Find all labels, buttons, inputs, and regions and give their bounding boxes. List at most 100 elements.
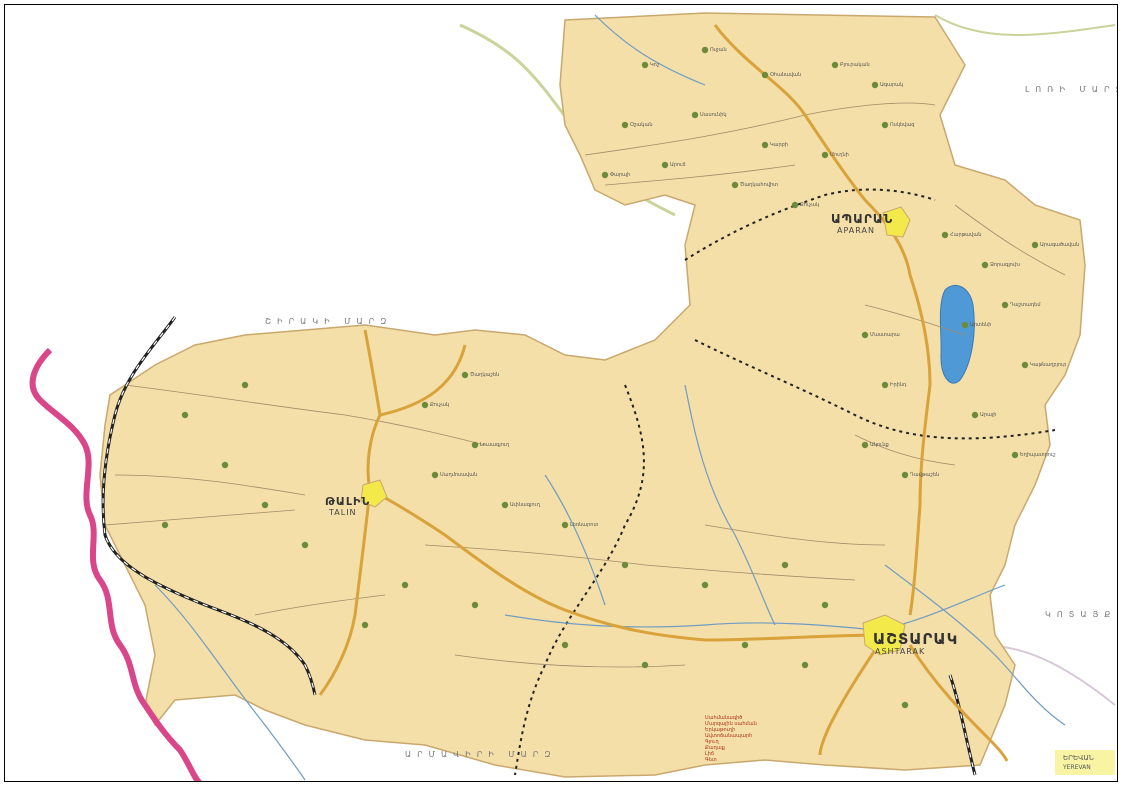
village-label: Դավթաշեն: [910, 472, 940, 478]
village-label: Իրինդ: [890, 382, 907, 388]
label-yerevan: ԵՐԵՎԱՆ: [1063, 754, 1094, 762]
village-marker[interactable]: [981, 261, 989, 269]
village-marker[interactable]: [901, 471, 909, 479]
village-marker[interactable]: [621, 121, 629, 129]
city-markers: [360, 206, 1115, 775]
village-marker[interactable]: [741, 641, 749, 649]
village-marker[interactable]: [761, 141, 769, 149]
village-label: Մուղնի: [830, 152, 849, 158]
village-marker[interactable]: [461, 371, 469, 379]
village-marker[interactable]: [821, 151, 829, 159]
city-sublabel-aparan: APARAN: [837, 226, 875, 235]
village-label: Ծաղկահովիտ: [740, 182, 778, 188]
village-label: Արուճ: [670, 162, 686, 168]
village-label: Լուսագյուղ: [480, 442, 510, 448]
village-label: Ձորագլուխ: [990, 262, 1020, 268]
village-marker[interactable]: [641, 61, 649, 69]
village-marker[interactable]: [261, 501, 269, 509]
village-marker[interactable]: [791, 201, 799, 209]
village-marker[interactable]: [641, 661, 649, 669]
village-marker[interactable]: [431, 471, 439, 479]
village-label: Բյուրական: [840, 62, 870, 68]
village-label: Կարբի: [770, 142, 789, 148]
village-marker[interactable]: [601, 171, 609, 179]
village-marker[interactable]: [881, 381, 889, 389]
neighbor-border-east: [934, 14, 1116, 36]
rivers: [154, 14, 1066, 781]
label-yerevan-latin: YEREVAN: [1063, 764, 1091, 771]
state-border: [29, 347, 202, 781]
legend-item: Երկաթուղի: [705, 727, 736, 733]
village-marker[interactable]: [761, 71, 769, 79]
village-marker[interactable]: [501, 501, 509, 509]
village-label: Քուչակ: [430, 402, 450, 408]
village-marker[interactable]: [861, 441, 869, 449]
village-marker[interactable]: [861, 331, 869, 339]
village-marker[interactable]: [471, 441, 479, 449]
village-marker[interactable]: [361, 621, 369, 629]
village-marker[interactable]: [691, 111, 699, 119]
city-label-ashtarak: ԱՇՏԱՐԱԿ: [873, 630, 959, 648]
village-marker[interactable]: [301, 541, 309, 549]
village-marker[interactable]: [971, 411, 979, 419]
village-label: Օշական: [630, 122, 653, 128]
lake[interactable]: [939, 285, 975, 384]
map-legend: Սահմանագիծ Մարզային սահման Երկաթուղի Ավտ…: [705, 715, 815, 763]
region-label-lori: ԼՈՌԻ ՄԱՐԶ: [1025, 85, 1118, 94]
region-label-shirak: ՇԻՐԱԿԻ ՄԱՐԶ: [265, 317, 393, 326]
legend-item: Ավտոճանապարհ: [705, 733, 753, 739]
village-marker[interactable]: [1021, 361, 1029, 369]
village-label: Մաստարա: [870, 332, 900, 338]
village-marker[interactable]: [941, 231, 949, 239]
dotted-boundary-middle: [694, 339, 1056, 440]
village-marker[interactable]: [161, 521, 169, 529]
village-label: Արայի: [980, 412, 997, 418]
village-marker[interactable]: [421, 401, 429, 409]
city-label-aparan: ԱՊԱՐԱՆ: [831, 212, 894, 226]
village-marker[interactable]: [701, 46, 709, 54]
village-marker[interactable]: [961, 321, 969, 329]
map-canvas[interactable]: [5, 5, 1118, 782]
village-marker[interactable]: [471, 601, 479, 609]
village-label: Ոսկեվազ: [890, 122, 915, 128]
village-marker[interactable]: [401, 581, 409, 589]
village-marker[interactable]: [221, 461, 229, 469]
village-label: Արագածավան: [1040, 242, 1080, 248]
region-label-kotayk: ԿՈՏԱՅՔ ՄԱՐԶ: [1045, 610, 1117, 619]
village-marker[interactable]: [801, 661, 809, 669]
village-marker[interactable]: [731, 181, 739, 189]
village-marker[interactable]: [241, 381, 249, 389]
village-marker[interactable]: [1031, 241, 1039, 249]
city-yerevan-edge[interactable]: [1055, 750, 1115, 775]
map-frame: ԱՇՏԱՐԱԿ ASHTARAK ԱՊԱՐԱՆ APARAN ԹԱԼԻՆ TAL…: [4, 4, 1118, 782]
village-label: Կաթնաղբյուր: [1030, 362, 1067, 368]
city-talin-area[interactable]: [360, 479, 388, 508]
city-ashtarak-area[interactable]: [862, 614, 906, 656]
village-marker[interactable]: [661, 161, 669, 169]
village-marker[interactable]: [901, 701, 909, 709]
village-marker[interactable]: [1011, 451, 1019, 459]
village-marker[interactable]: [871, 81, 879, 89]
village-marker[interactable]: [1001, 301, 1009, 309]
village-marker[interactable]: [881, 121, 889, 129]
village-label: Քուչակ: [800, 202, 820, 208]
village-marker[interactable]: [831, 61, 839, 69]
legend-item: Գետ: [705, 757, 717, 763]
village-marker[interactable]: [781, 561, 789, 569]
village-label: Ափնագյուղ: [510, 502, 540, 508]
village-marker[interactable]: [561, 521, 569, 529]
city-aparan-area[interactable]: [882, 206, 911, 238]
legend-item: Լիճ: [705, 751, 714, 757]
village-label: Ագարակ: [880, 82, 904, 88]
village-marker[interactable]: [181, 411, 189, 419]
village-label: Եղիպատրուշ: [1020, 452, 1056, 458]
village-marker[interactable]: [561, 641, 569, 649]
village-marker[interactable]: [621, 561, 629, 569]
village-marker[interactable]: [701, 581, 709, 589]
secondary-roads: [104, 102, 1066, 668]
village-marker[interactable]: [821, 601, 829, 609]
province-land[interactable]: [99, 12, 1086, 778]
village-label: Սաղմոսավան: [440, 472, 478, 478]
dotted-boundary-north: [684, 188, 936, 261]
city-sublabel-ashtarak: ASHTARAK: [875, 647, 926, 656]
